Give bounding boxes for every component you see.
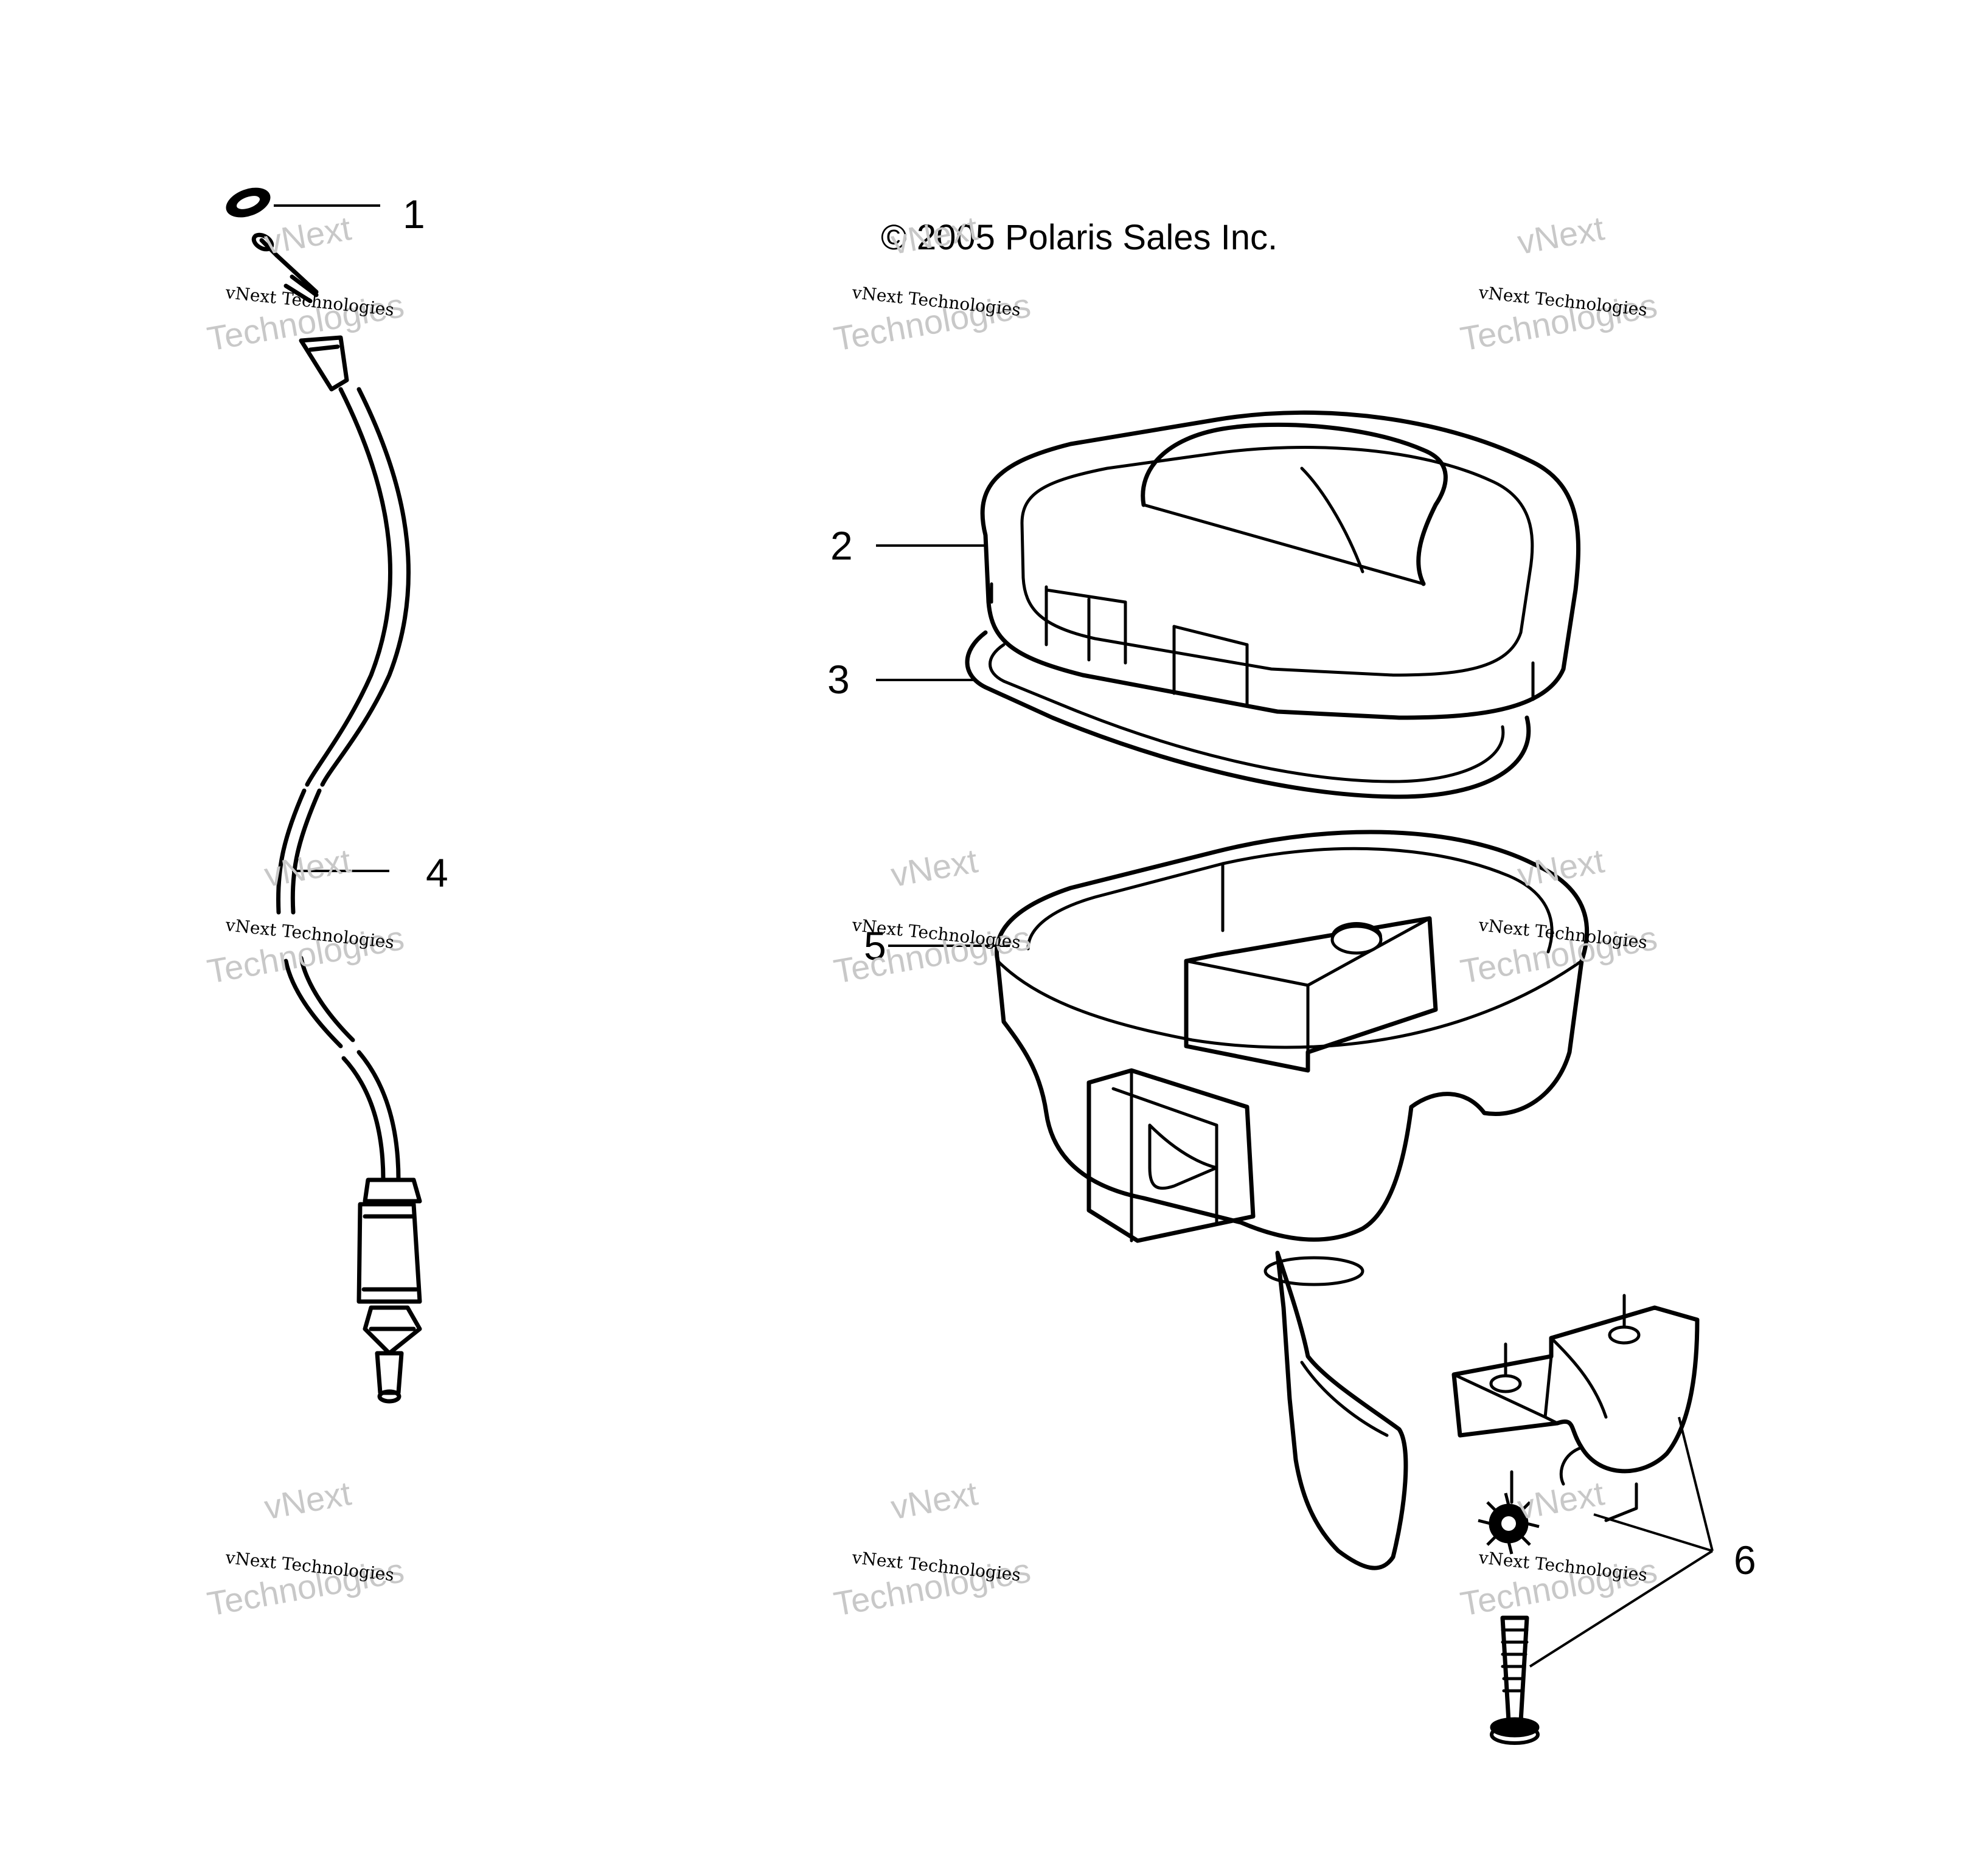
part-3-gasket [965, 630, 1531, 799]
watermark-top: vNext [888, 1474, 981, 1527]
part-4-throttle-cable [251, 232, 422, 1404]
screw-icon [1490, 1615, 1540, 1745]
callout-1: 1 [403, 192, 425, 237]
watermark: vNext Technologies vNext Technologies [204, 841, 407, 991]
callout-2: 2 [830, 523, 853, 568]
watermark-top: vNext [262, 1474, 354, 1527]
part-6-clamp-hardware [1451, 1294, 1700, 1745]
part-5-housing [995, 830, 1590, 1570]
watermark: vNext Technologies vNext Technologies [831, 1474, 1034, 1623]
callout-5: 5 [864, 923, 886, 968]
watermark-top: vNext [262, 209, 354, 262]
watermark: vNext Technologies vNext Technologies [1458, 209, 1660, 358]
watermark: vNext Technologies vNext Technologies [1458, 841, 1660, 991]
star-washer-icon [1478, 1493, 1540, 1555]
watermark-top: vNext [1515, 209, 1607, 262]
watermark-top: vNext [888, 841, 981, 894]
part-2-cover [980, 410, 1580, 720]
callout-4: 4 [426, 850, 448, 895]
watermark-top: vNext [262, 841, 354, 894]
watermark: vNext Technologies vNext Technologies [204, 1474, 407, 1623]
watermark-top: vNext [1515, 841, 1607, 894]
callout-labels: 1 2 3 4 5 6 [403, 192, 1756, 1583]
callout-6: 6 [1734, 1538, 1756, 1583]
watermark: vNext Technologies vNext Technologies [831, 841, 1034, 991]
watermark-top: vNext [1515, 1474, 1607, 1527]
watermark: vNext Technologies vNext Technologies [1458, 1474, 1660, 1623]
leader-lines [274, 204, 1714, 1668]
copyright-text: © 2005 Polaris Sales Inc. [881, 218, 1277, 257]
callout-3: 3 [827, 657, 850, 702]
part-1-washer [226, 187, 271, 218]
